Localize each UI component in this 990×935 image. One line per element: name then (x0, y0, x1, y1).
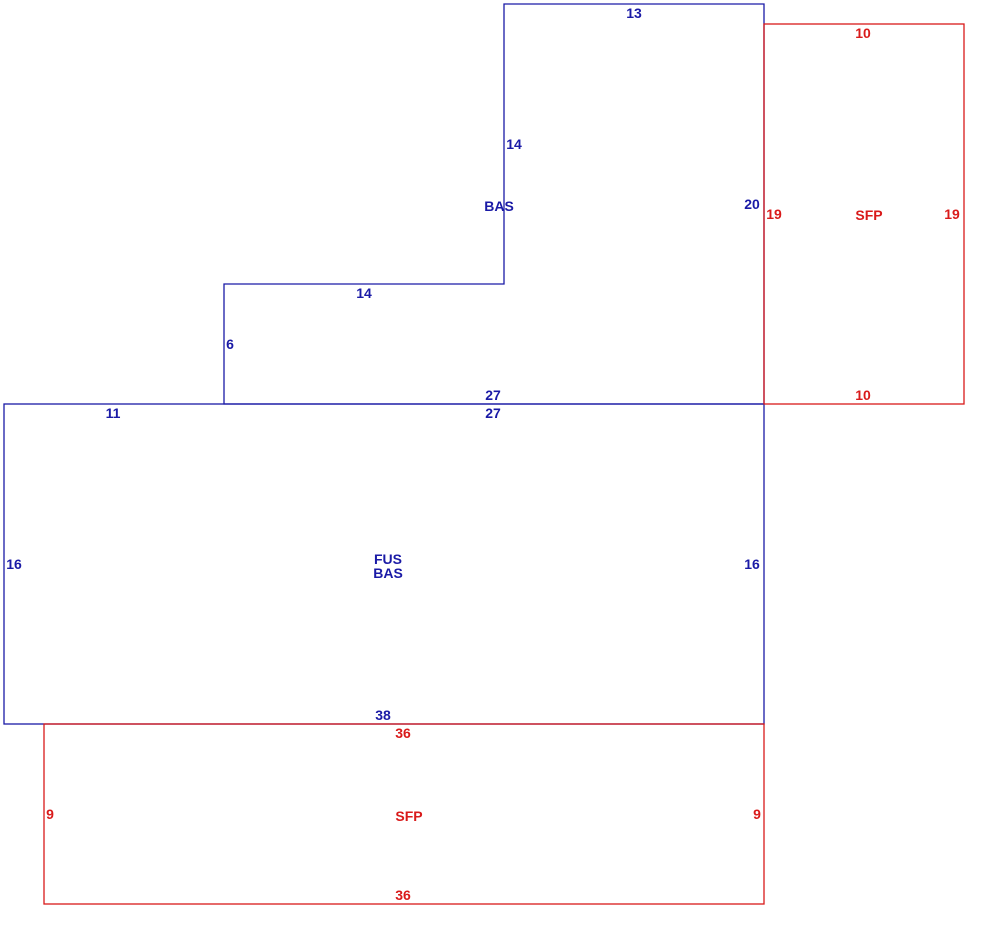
main-area-code-lower: BAS (373, 565, 403, 581)
upper-bas-area-code: BAS (484, 198, 514, 214)
bottom-sfp-bottom-dimension: 36 (395, 887, 411, 903)
upper-bas-step-dimension: 14 (356, 285, 372, 301)
bottom-sfp-right-dimension: 9 (753, 806, 761, 822)
right-sfp-outline (763, 23, 965, 405)
main-top-dimension: 27 (485, 405, 501, 421)
bottom-sfp-left-dimension: 9 (46, 806, 54, 822)
upper-bas-inner-vertical-dimension: 14 (506, 136, 522, 152)
right-sfp-right-dimension: 19 (944, 206, 960, 222)
bottom-sfp-area-code: SFP (395, 808, 422, 824)
main-bottom-dimension: 38 (375, 707, 391, 723)
bottom-sfp-outline (43, 723, 765, 905)
right-sfp-left-dimension: 19 (766, 206, 782, 222)
main-right-dimension: 16 (744, 556, 760, 572)
right-sfp-area-code: SFP (855, 207, 882, 223)
main-left-dimension: 16 (6, 556, 22, 572)
upper-bas-right-dimension: 20 (744, 196, 760, 212)
upper-bas-top-dimension: 13 (626, 5, 642, 21)
bottom-sfp-top-dimension: 36 (395, 725, 411, 741)
upper-bas-bottom-dimension: 27 (485, 387, 501, 403)
right-sfp-top-dimension: 10 (855, 25, 871, 41)
main-top-left-dimension: 11 (106, 405, 121, 421)
main-area-code-upper: FUS (374, 551, 402, 567)
upper-bas-left-dimension: 6 (226, 336, 234, 352)
right-sfp-bottom-dimension: 10 (855, 387, 871, 403)
